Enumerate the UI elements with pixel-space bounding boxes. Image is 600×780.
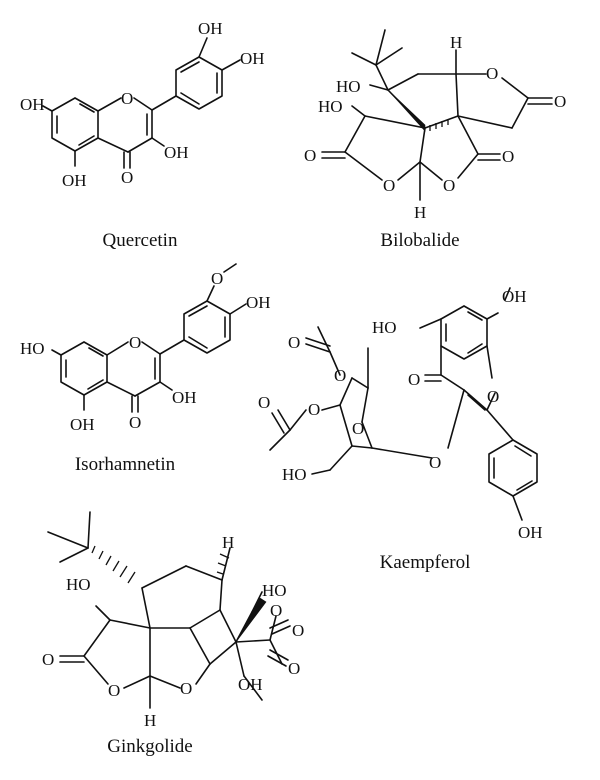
ginkgolide-ring-oxygen-left: O bbox=[108, 681, 120, 700]
kaempferol-carbonyl-oxygen: O bbox=[408, 370, 420, 389]
quercetin-carbonyl-oxygen: O bbox=[121, 168, 133, 187]
bilobalide-bonds bbox=[321, 29, 553, 201]
kaempferol-oh-7: OH bbox=[502, 287, 527, 306]
kaempferol-acetate-carbonyl-upper: O bbox=[288, 333, 300, 352]
ginkgolide-ho-left: HO bbox=[66, 575, 91, 594]
isorhamnetin-oh-4prime: OH bbox=[246, 293, 271, 312]
bilobalide-label: Bilobalide bbox=[380, 230, 459, 251]
bilobalide-ho-upper: HO bbox=[336, 77, 361, 96]
ginkgolide-carbonyl-left: O bbox=[42, 650, 54, 669]
kaempferol-sugar-ho: HO bbox=[282, 465, 307, 484]
kaempferol-label: Kaempferol bbox=[380, 552, 471, 573]
bilobalide-h-bottom: H bbox=[414, 203, 426, 222]
kaempferol-ester-oxygen-upper: O bbox=[334, 366, 346, 385]
quercetin-oh-3prime: OH bbox=[198, 19, 223, 38]
ginkgolide-carbonyl-right-top: O bbox=[292, 621, 304, 640]
isorhamnetin-oh-5: OH bbox=[70, 415, 95, 434]
quercetin-oh-7: OH bbox=[20, 95, 45, 114]
bilobalide-wedge-bond bbox=[387, 89, 426, 132]
ginkgolide-wedge-bond bbox=[235, 597, 267, 643]
ginkgolide-h-top: H bbox=[222, 533, 234, 552]
isorhamnetin-methoxy-oxygen: O bbox=[211, 269, 223, 288]
bilobalide-carbonyl-lower-right: O bbox=[502, 147, 514, 166]
bilobalide-h-top: H bbox=[450, 33, 462, 52]
ginkgolide-ring-oxygen-center: O bbox=[180, 679, 192, 698]
kaempferol-ester-oxygen-lower: O bbox=[308, 400, 320, 419]
bilobalide-ring-oxygen-top: O bbox=[486, 64, 498, 83]
quercetin-bonds bbox=[42, 37, 241, 169]
ginkgolide-oh-bottom: OH bbox=[238, 675, 263, 694]
ginkgolide-label: Ginkgolide bbox=[107, 736, 193, 757]
kaempferol-glycosidic-oxygen: O bbox=[429, 453, 441, 472]
ginkgolide-h-bottom: H bbox=[144, 711, 156, 730]
ginkgolide-ho-right: HO bbox=[262, 581, 287, 600]
molecule-isorhamnetin: HO O OH O OH O OH Isorhamnetin bbox=[20, 263, 271, 475]
kaempferol-acetate-carbonyl-lower: O bbox=[258, 393, 270, 412]
isorhamnetin-carbonyl-oxygen: O bbox=[129, 413, 141, 432]
bilobalide-ring-oxygen-right: O bbox=[443, 176, 455, 195]
quercetin-oh-4prime: OH bbox=[240, 49, 265, 68]
kaempferol-ho-5: HO bbox=[372, 318, 397, 337]
quercetin-ring-oxygen: O bbox=[121, 89, 133, 108]
quercetin-label: Quercetin bbox=[103, 230, 178, 251]
molecule-kaempferol: OH HO O O O O O O O O HO OH Kaempferol bbox=[258, 287, 543, 573]
molecule-ginkgolide: H HO HO O O O O O O OH H Ginkgolide bbox=[42, 511, 304, 757]
isorhamnetin-ho-7: HO bbox=[20, 339, 45, 358]
kaempferol-sugar-ring-oxygen: O bbox=[352, 419, 364, 438]
isorhamnetin-oh-3: OH bbox=[172, 388, 197, 407]
ginkgolide-hashed-bond-tbu bbox=[91, 545, 136, 584]
isorhamnetin-label: Isorhamnetin bbox=[75, 454, 176, 475]
quercetin-oh-3: OH bbox=[164, 143, 189, 162]
bilobalide-carbonyl-left: O bbox=[304, 146, 316, 165]
kaempferol-oh-4prime: OH bbox=[518, 523, 543, 542]
kaempferol-ring-oxygen: O bbox=[487, 387, 499, 406]
molecule-bilobalide: H O O HO HO O O O O H Bilobalide bbox=[304, 29, 566, 251]
isorhamnetin-bonds bbox=[51, 263, 247, 413]
bilobalide-ring-oxygen-left: O bbox=[383, 176, 395, 195]
ginkgolide-ring-oxygen-right: O bbox=[270, 601, 282, 620]
ginkgolide-carbonyl-right-bottom: O bbox=[288, 659, 300, 678]
molecule-quercetin: OH O OH O OH OH OH Quercetin bbox=[20, 19, 265, 251]
ginkgolide-bonds bbox=[47, 511, 291, 709]
ginkgolide-hashed-bond-h bbox=[216, 553, 230, 575]
bilobalide-carbonyl-right: O bbox=[554, 92, 566, 111]
quercetin-oh-5: OH bbox=[62, 171, 87, 190]
bilobalide-ho-lower: HO bbox=[318, 97, 343, 116]
isorhamnetin-ring-oxygen: O bbox=[129, 333, 141, 352]
kaempferol-bonds bbox=[269, 287, 538, 521]
bilobalide-hashed-bond bbox=[429, 119, 449, 131]
